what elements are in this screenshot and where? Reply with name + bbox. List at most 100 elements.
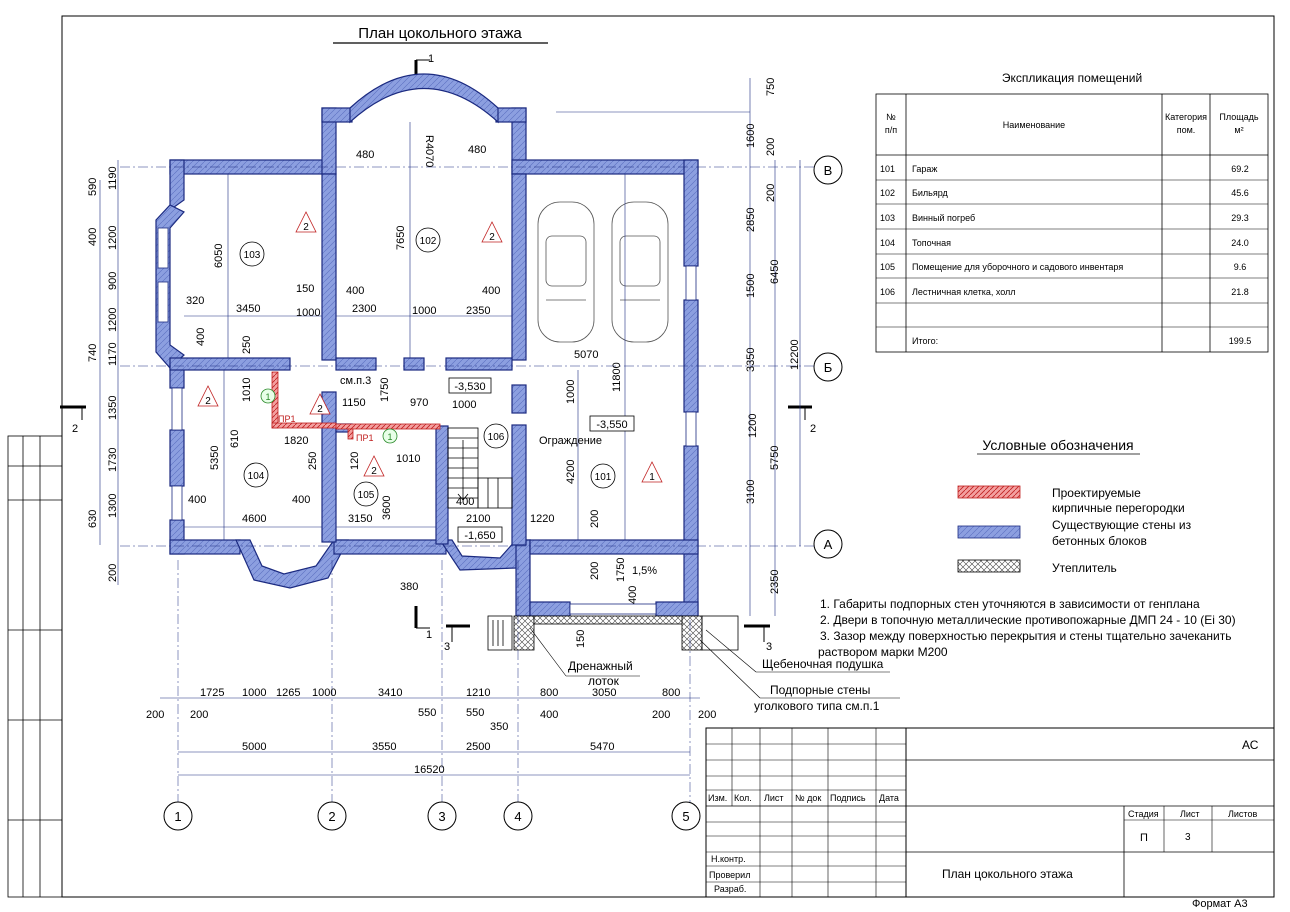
svg-text:1200: 1200 (747, 414, 759, 438)
svg-text:550: 550 (466, 707, 484, 719)
svg-text:3: 3 (438, 809, 445, 824)
svg-text:5350: 5350 (209, 446, 221, 470)
svg-text:1000: 1000 (565, 380, 577, 404)
svg-text:см.п.3: см.п.3 (340, 375, 371, 387)
svg-text:п/п: п/п (885, 125, 897, 135)
svg-text:4600: 4600 (242, 513, 266, 525)
svg-text:Формат А3: Формат А3 (1192, 898, 1248, 910)
expl-cell: 102 (880, 188, 895, 198)
svg-text:200: 200 (190, 709, 208, 721)
svg-text:740: 740 (87, 344, 99, 362)
svg-text:590: 590 (87, 178, 99, 196)
svg-text:1: 1 (428, 53, 434, 65)
svg-text:Изм.: Изм. (708, 793, 727, 803)
svg-text:2300: 2300 (352, 303, 376, 315)
svg-text:2: 2 (317, 404, 323, 415)
svg-text:R4070: R4070 (423, 135, 435, 167)
svg-text:105: 105 (358, 490, 375, 501)
svg-text:Разраб.: Разраб. (714, 884, 746, 894)
svg-text:В: В (824, 163, 833, 178)
svg-text:400: 400 (188, 494, 206, 506)
svg-text:План цокольного этажа: План цокольного этажа (942, 867, 1073, 881)
svg-text:200: 200 (765, 184, 777, 202)
svg-text:120: 120 (349, 452, 361, 470)
room-104: 104 (243, 462, 269, 488)
svg-text:400: 400 (627, 586, 639, 604)
expl-cell: 45.6 (1231, 188, 1249, 198)
svg-text:320: 320 (186, 295, 204, 307)
expl-cell: 103 (880, 213, 895, 223)
svg-text:№: № (886, 112, 896, 122)
binding-strip (7, 435, 63, 898)
svg-text:3: 3 (766, 641, 772, 653)
svg-text:3450: 3450 (236, 303, 260, 315)
expl-cell: Итого: (912, 336, 938, 346)
svg-text:800: 800 (540, 687, 558, 699)
svg-text:3100: 3100 (745, 480, 757, 504)
svg-text:630: 630 (87, 510, 99, 528)
axis-bubbles-vertical: 1 2 3 4 5 (163, 801, 701, 831)
axis-A: А (813, 529, 843, 559)
expl-cell: Винный погреб (912, 213, 975, 223)
explication-table: Экспликация помещений № п/п Наименование… (875, 71, 1269, 353)
svg-text:3600: 3600 (381, 496, 393, 520)
svg-text:Лист: Лист (764, 793, 784, 803)
svg-text:200: 200 (652, 709, 670, 721)
svg-text:бетонных блоков: бетонных блоков (1052, 534, 1147, 548)
svg-text:м²: м² (1234, 125, 1243, 135)
svg-text:лоток: лоток (588, 674, 620, 688)
svg-text:1750: 1750 (615, 558, 627, 582)
svg-text:Экспликация помещений: Экспликация помещений (1002, 71, 1142, 85)
callout-retaining: Подпорные стены уголкового типа см.п.1 (699, 639, 900, 713)
svg-text:2: 2 (810, 423, 816, 435)
svg-text:1350: 1350 (107, 396, 119, 420)
expl-cell: 29.3 (1231, 213, 1249, 223)
svg-text:103: 103 (244, 250, 261, 261)
room-102: 102 (415, 227, 441, 253)
svg-text:1265: 1265 (276, 687, 300, 699)
svg-text:2100: 2100 (466, 513, 490, 525)
svg-text:400: 400 (292, 494, 310, 506)
title-block-text: АС Изм. Кол. Лист № док Подпись Дата Н.к… (708, 738, 1259, 910)
svg-text:Ограждение: Ограждение (539, 435, 602, 447)
svg-text:1820: 1820 (284, 435, 308, 447)
category-triangles: 2 2 2 2 2 1 (197, 211, 663, 483)
svg-text:2: 2 (205, 396, 211, 407)
expl-cell: 199.5 (1229, 336, 1252, 346)
svg-text:№ док: № док (795, 793, 821, 803)
svg-text:11800: 11800 (611, 362, 623, 392)
svg-text:1: 1 (426, 629, 432, 641)
expl-cell: 21.8 (1231, 287, 1249, 297)
svg-text:2: 2 (328, 809, 335, 824)
svg-text:16520: 16520 (414, 764, 445, 776)
svg-text:200: 200 (698, 709, 716, 721)
svg-text:1. Габариты подпорных стен уто: 1. Габариты подпорных стен уточняются в … (820, 597, 1200, 611)
drain-tray (487, 615, 739, 651)
svg-text:2350: 2350 (466, 305, 490, 317)
expl-cell: 69.2 (1231, 164, 1249, 174)
svg-text:2850: 2850 (745, 208, 757, 232)
room-106: 106 (483, 423, 509, 449)
svg-text:Существующие стены из: Существующие стены из (1052, 518, 1192, 532)
svg-text:1500: 1500 (745, 274, 757, 298)
svg-text:480: 480 (356, 149, 374, 161)
svg-text:1750: 1750 (379, 378, 391, 402)
svg-text:400: 400 (456, 496, 474, 508)
svg-text:Дата: Дата (879, 793, 899, 803)
svg-text:1: 1 (174, 809, 181, 824)
svg-text:Стадия: Стадия (1128, 809, 1159, 819)
svg-text:Наименование: Наименование (1003, 120, 1065, 130)
svg-text:6050: 6050 (213, 244, 225, 268)
svg-text:400: 400 (195, 328, 207, 346)
retaining-walls (513, 615, 703, 651)
svg-text:400: 400 (87, 228, 99, 246)
svg-text:200: 200 (765, 138, 777, 156)
svg-text:1210: 1210 (466, 687, 490, 699)
legend: Условные обозначения Проектируемые кирпи… (957, 437, 1192, 575)
callout-gravel: Щебеночная подушка (705, 629, 890, 673)
plan-title: План цокольного этажа (358, 25, 522, 42)
svg-text:Утеплитель: Утеплитель (1052, 561, 1117, 575)
svg-text:2500: 2500 (466, 741, 490, 753)
svg-text:Н.контр.: Н.контр. (711, 854, 746, 864)
svg-text:-3,530: -3,530 (454, 381, 485, 393)
